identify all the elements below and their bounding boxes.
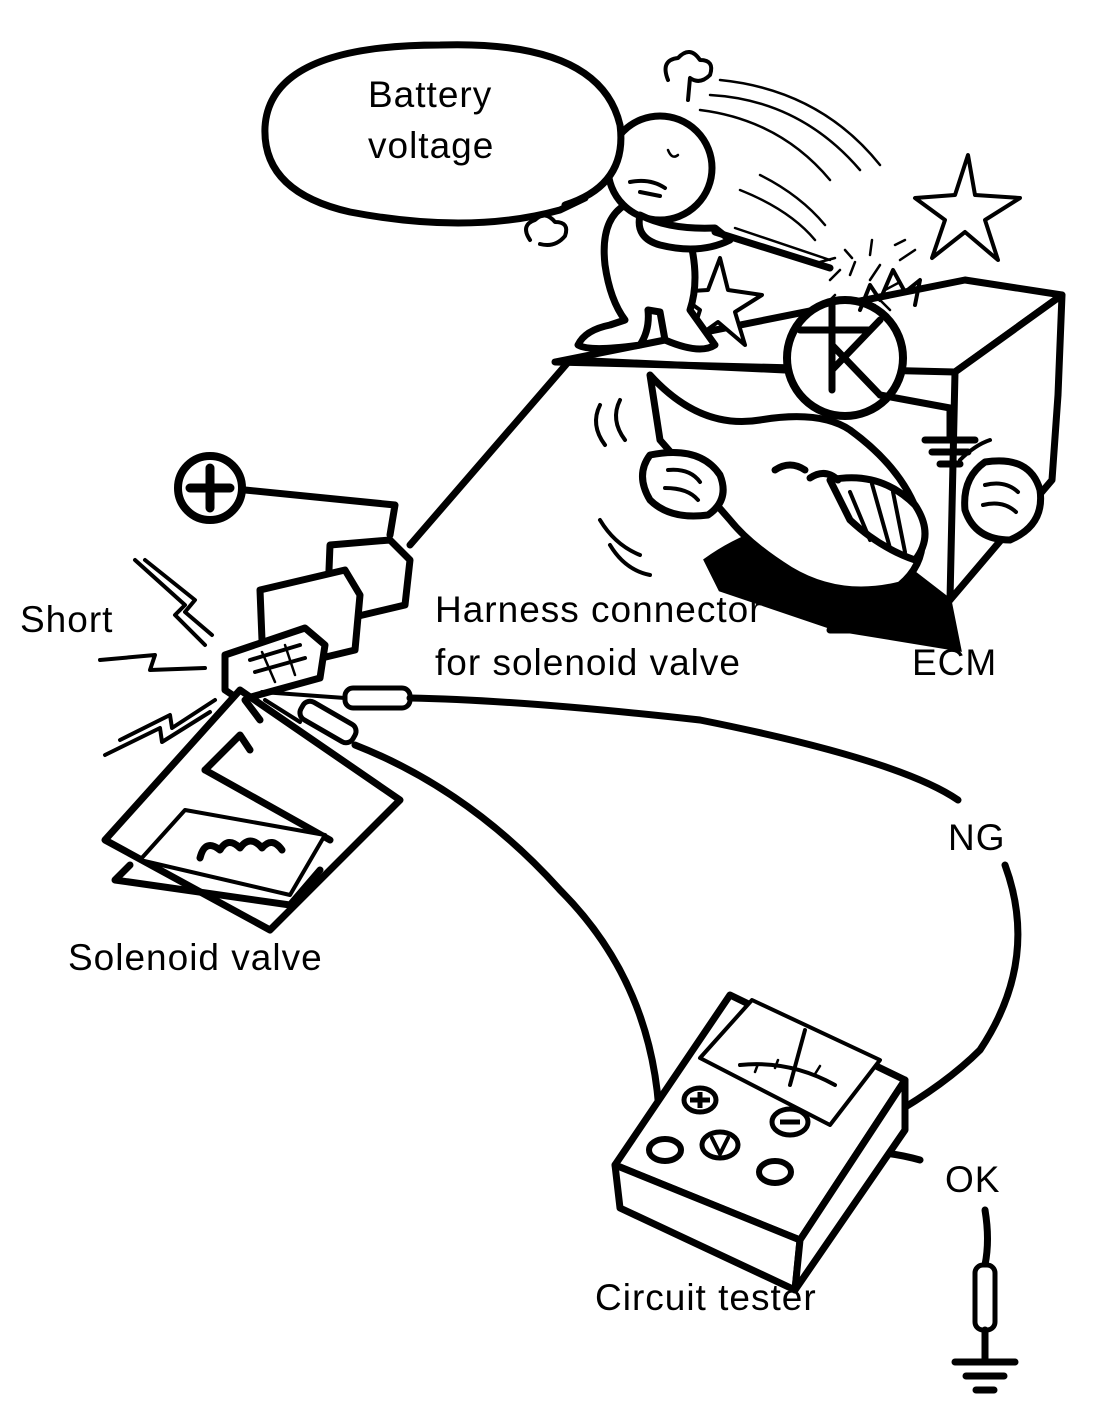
- plus-icon: [681, 1085, 719, 1115]
- ecm-label: ECM: [912, 642, 997, 683]
- solenoid-valve-label: Solenoid valve: [68, 937, 323, 978]
- battery-label-line1: Battery: [368, 74, 492, 115]
- minus-icon: [769, 1106, 811, 1138]
- battery-voltage-character: [524, 50, 882, 353]
- harness-connector: [221, 536, 414, 704]
- solenoid-valve: [101, 686, 404, 934]
- tester-probes: [260, 685, 413, 746]
- voltage-v-icon: [699, 1129, 741, 1161]
- plus-in-circle-icon: [174, 452, 246, 524]
- ground-symbol-icon: [951, 1358, 1019, 1394]
- ecm-transistor: [783, 296, 979, 468]
- ok-label: OK: [945, 1159, 1000, 1200]
- harness-label-line2: for solenoid valve: [435, 642, 741, 683]
- tester-leads: [351, 694, 1022, 1364]
- harness-label-line1: Harness connector: [435, 589, 763, 630]
- ecm-character: [594, 371, 1045, 594]
- ng-label: NG: [948, 817, 1006, 858]
- short-label: Short: [20, 599, 113, 640]
- battery-voltage-bubble: Battery voltage: [261, 41, 625, 227]
- circuit-tester-label: Circuit tester: [595, 1277, 817, 1318]
- battery-label-line2: voltage: [368, 125, 494, 166]
- harness-wires: [241, 356, 789, 549]
- lightning-bolt-icon: [98, 558, 217, 757]
- circuit-tester: [611, 991, 909, 1294]
